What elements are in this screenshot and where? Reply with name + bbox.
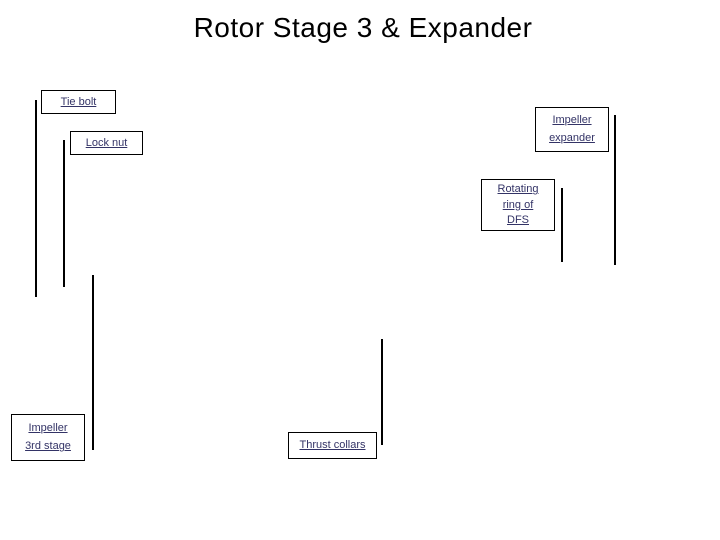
callout-label-impeller-3rd-stage[interactable]: 3rd stage [25, 440, 71, 453]
tie-bolt-line [35, 100, 37, 297]
impeller-expander-line [614, 115, 616, 265]
callout-box-lock-nut[interactable]: Lock nut [70, 131, 143, 155]
callout-label-thrust-collars[interactable]: Thrust collars [299, 439, 366, 451]
callout-box-rotating-ring-of-dfs[interactable]: Rotating ring of DFS [481, 179, 555, 231]
callout-label-rotating-ring-of-dfs[interactable]: DFS [507, 213, 529, 226]
callout-label-impeller-3rd-stage[interactable]: Impeller [28, 421, 68, 434]
callout-label-impeller-expander[interactable]: Impeller [552, 114, 592, 126]
callout-label-tie-bolt[interactable]: Tie bolt [60, 95, 97, 108]
rotating-ring-line [561, 188, 563, 262]
lock-nut-line [63, 140, 65, 287]
impeller-3rd-stage-line [92, 275, 94, 450]
callout-label-impeller-expander[interactable]: expander [549, 132, 595, 144]
slide-title: Rotor Stage 3 & Expander [193, 12, 533, 43]
callout-box-thrust-collars[interactable]: Thrust collars [288, 432, 377, 459]
callout-label-rotating-ring-of-dfs[interactable]: Rotating [497, 183, 539, 196]
callout-box-tie-bolt[interactable]: Tie bolt [41, 90, 116, 114]
callout-label-lock-nut[interactable]: Lock nut [85, 136, 128, 149]
callout-label-rotating-ring-of-dfs[interactable]: ring of [502, 198, 534, 211]
thrust-collars-line [381, 339, 383, 445]
callout-box-impeller-expander[interactable]: Impeller expander [535, 107, 609, 152]
callout-box-impeller-3rd-stage[interactable]: Impeller 3rd stage [11, 414, 85, 461]
